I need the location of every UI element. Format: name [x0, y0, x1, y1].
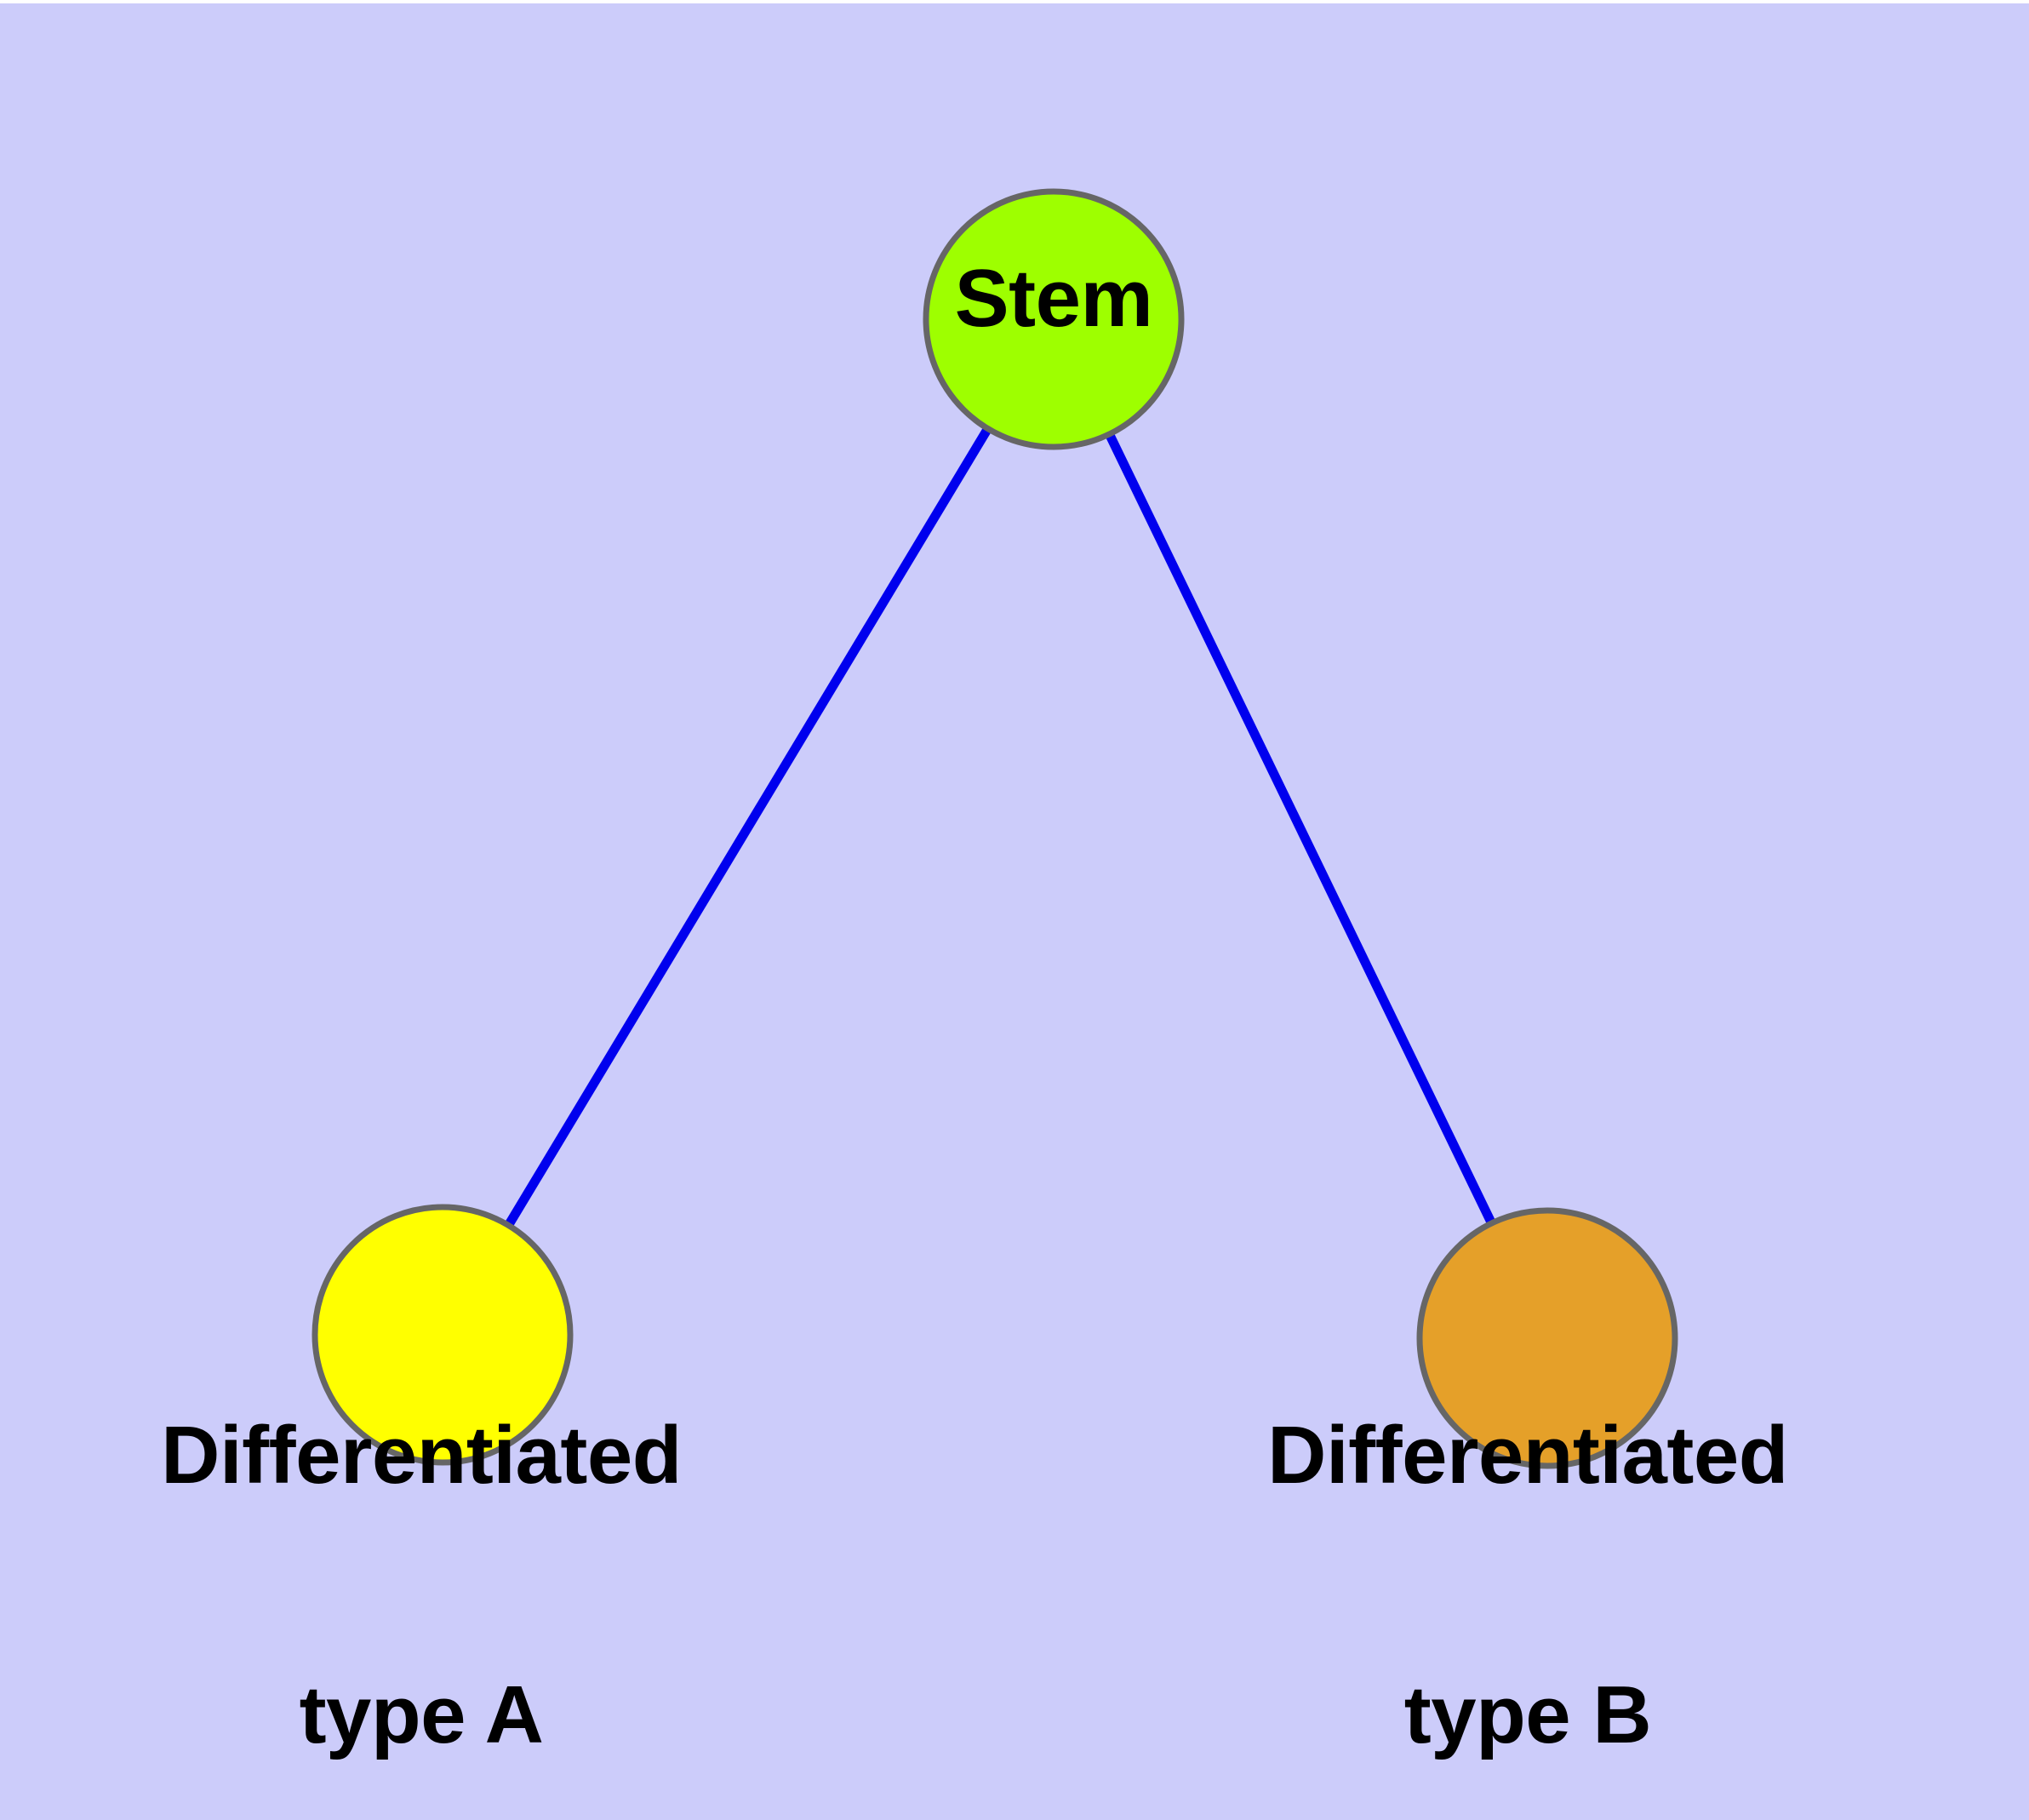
node-stem-circle[interactable] [923, 188, 1185, 450]
edge-stem-to-diff-a [438, 317, 1058, 1337]
node-diff-a-circle[interactable] [311, 1204, 574, 1466]
node-diff-b-circle[interactable] [1416, 1207, 1678, 1469]
edge-stem-to-diff-b [1049, 317, 1552, 1341]
edge-layer [438, 317, 1552, 1341]
node-layer [311, 188, 1678, 1469]
